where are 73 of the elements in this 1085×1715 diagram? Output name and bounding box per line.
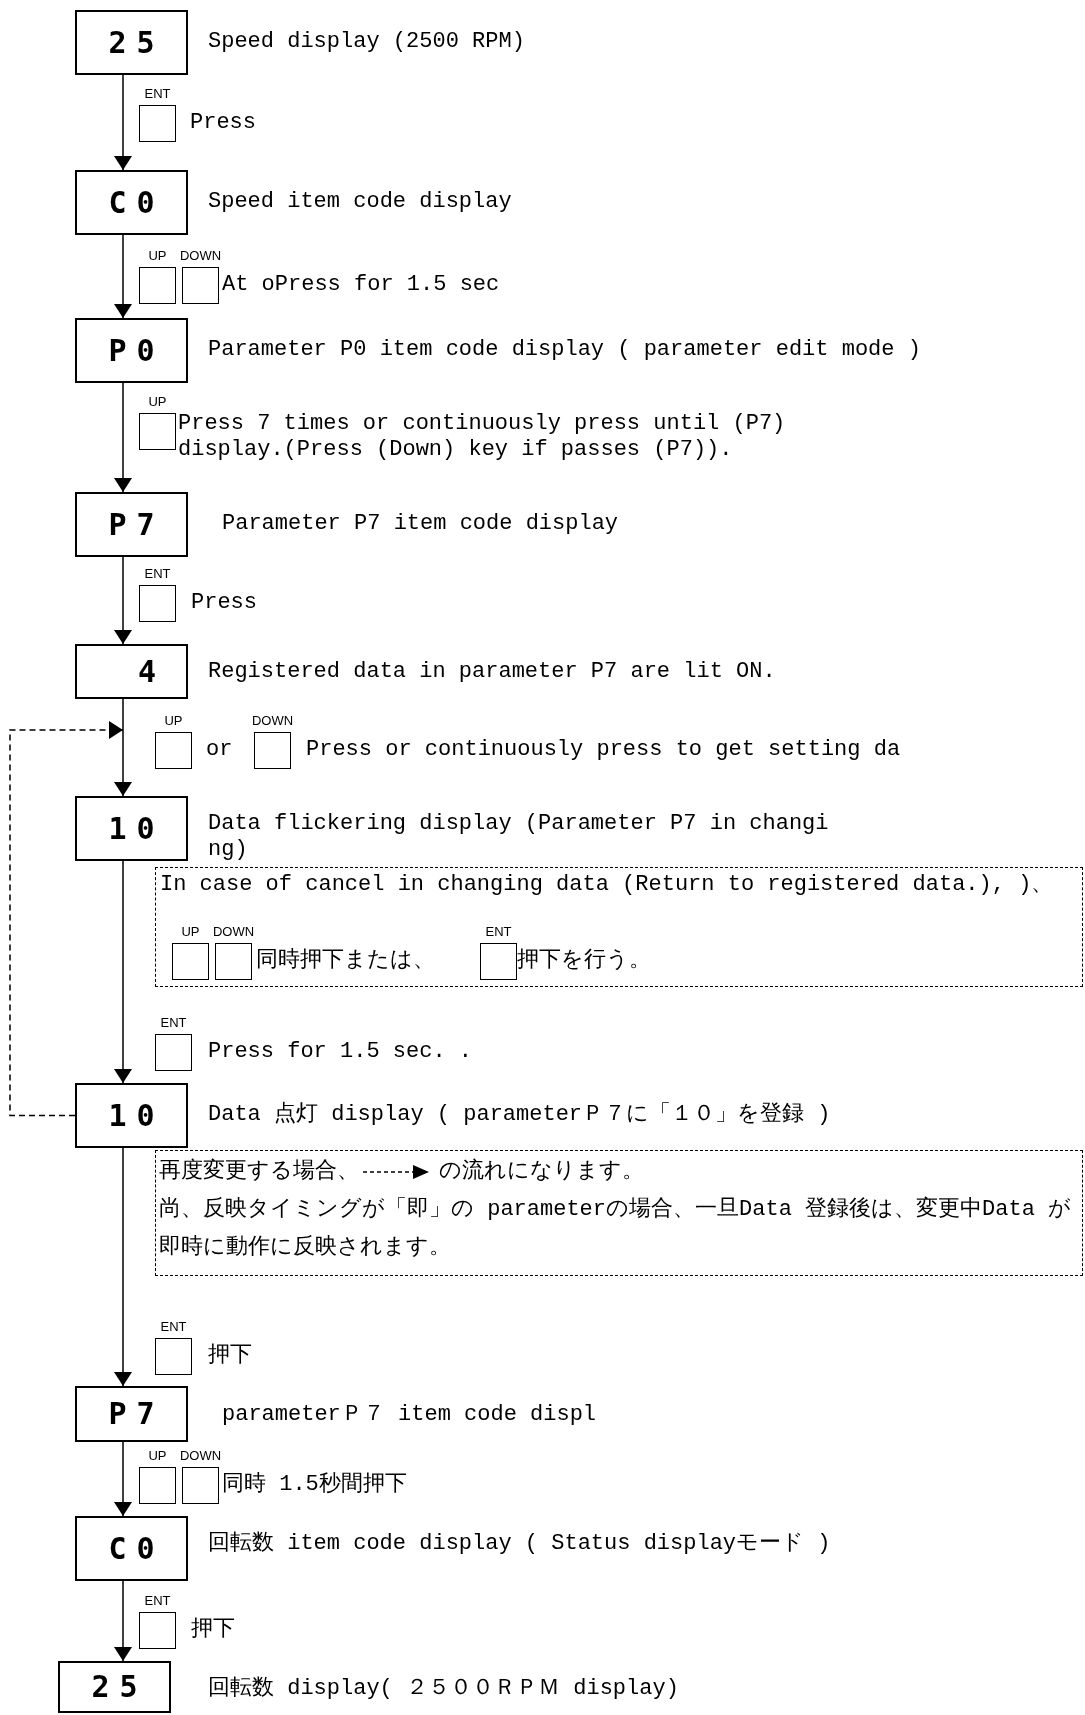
arrow	[114, 74, 132, 171]
key-label: ENT	[144, 1592, 171, 1610]
note-text: の流れになります。	[439, 1157, 644, 1186]
key-label: DOWN	[179, 1447, 222, 1465]
note-box	[155, 867, 1083, 987]
arrow	[114, 382, 132, 493]
display-digits: P7	[108, 1397, 165, 1431]
key-label: UP	[181, 923, 200, 941]
display-digits: C0	[108, 1531, 165, 1566]
segment-display-box	[75, 492, 188, 557]
instruction-text: Press	[190, 110, 256, 136]
note-text: In case of cancel in changing data (Return to registered data.), )、	[160, 872, 1054, 898]
segment-display-box	[58, 1661, 171, 1713]
display-digits: 25	[108, 25, 165, 60]
key-label: ENT	[144, 85, 171, 103]
key-label: ENT	[160, 1014, 187, 1032]
display-digits: 4	[137, 654, 166, 689]
segment-display-box	[75, 1516, 188, 1581]
segment-display-box	[75, 318, 188, 383]
step-description: Parameter P0 item code display ( parameter edit mode )	[208, 337, 921, 363]
instruction-text: Press for 1.5 sec. .	[208, 1039, 473, 1065]
display-digits: 10	[108, 811, 165, 846]
step-description: parameterＰ７ item code displ	[222, 1402, 597, 1428]
key-label: DOWN	[212, 923, 255, 941]
key-label: ENT	[144, 565, 171, 583]
segment-display-box	[75, 1083, 188, 1148]
arrow	[114, 234, 132, 319]
key-label: UP	[164, 712, 183, 730]
segment-display-box	[75, 170, 188, 235]
key-label: UP	[148, 247, 167, 265]
display-digits: 25	[91, 1670, 148, 1704]
dashed-arrow	[9, 721, 124, 1117]
step-description: Speed item code display	[208, 189, 512, 215]
arrow	[114, 1580, 132, 1662]
key-label: ENT	[160, 1318, 187, 1336]
step-description: 回転数 display( ２５００ＲＰＭ display)	[208, 1676, 679, 1702]
note-text: 再度変更する場合、	[159, 1157, 359, 1186]
instruction-text: 押下	[191, 1617, 235, 1643]
instruction-text: 同時 1.5秒間押下	[222, 1472, 407, 1498]
instruction-text: 押下	[208, 1343, 252, 1369]
instruction-text: 押下を行う。	[517, 948, 651, 974]
segment-display-box	[75, 10, 188, 75]
key-label: UP	[148, 1447, 167, 1465]
note-box	[155, 1150, 1083, 1276]
arrow	[114, 698, 132, 797]
display-digits: P0	[108, 333, 165, 368]
segment-display-box	[75, 644, 188, 699]
instruction-text: Press or continuously press to get setting da	[306, 737, 901, 763]
step-description: Data flickering display (Parameter P7 in changi ng)	[208, 811, 830, 863]
arrow	[114, 1147, 132, 1387]
step-description: Parameter P7 item code display	[222, 511, 619, 537]
step-description: Speed display (2500 RPM)	[208, 29, 525, 55]
instruction-text: Press 7 times or continuously press until (P7) display.(Press (Down) key if passes (P7)).	[178, 411, 787, 463]
display-digits: 10	[108, 1098, 165, 1133]
instruction-text: 同時押下または、	[256, 948, 435, 974]
arrow	[114, 556, 132, 645]
display-digits: P7	[108, 507, 165, 542]
step-description: Registered data in parameter P7 are lit ON.	[208, 659, 776, 685]
step-description: Data 点灯 display ( parameterＰ７に「１０」を登録 )	[208, 1102, 831, 1128]
step-description: 回転数 item code display ( Status displayモード )	[208, 1531, 831, 1557]
note-text: 尚、反映タイミングが「即」の parameterの場合、一旦Data 登録後は、変更中Data が即時に動作に反映されます。	[159, 1195, 1073, 1262]
segment-display-box	[75, 796, 188, 861]
segment-display-box	[75, 1386, 188, 1442]
key-label: DOWN	[179, 247, 222, 265]
key-label: UP	[148, 393, 167, 411]
key-label: DOWN	[251, 712, 294, 730]
arrow	[114, 860, 132, 1084]
instruction-text: or	[206, 737, 233, 763]
instruction-text: At oPress for 1.5 sec	[222, 272, 500, 298]
instruction-text: Press	[191, 590, 257, 616]
arrow	[114, 1441, 132, 1517]
display-digits: C0	[108, 185, 165, 220]
key-label: ENT	[485, 923, 512, 941]
